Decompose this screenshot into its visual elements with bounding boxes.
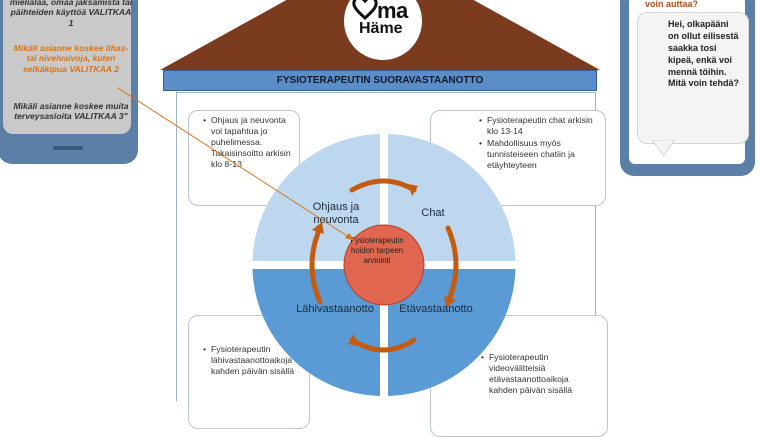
chat-bubble [637,12,749,144]
quadrant-label-top-right: Chat [421,207,445,219]
left-phone [0,0,138,164]
quadrant-label-top-left: Ohjaus ja neuvonta [312,201,360,227]
panel-bottom-right-item: Fysioterapeutin videovälitteisiä etävast… [481,352,597,396]
connector-line [117,87,356,242]
left-phone-text-2: Mikäli asianne koskee lihas- tai nivelva… [13,43,129,74]
arrowhead-bottom [348,334,358,346]
logo-text-line2: Häme [359,20,403,37]
cycle-arrow-right [445,225,459,305]
left-phone-text-3: Mikäli asianne koskee muita terveysasioi… [13,101,129,122]
quadrant-bottom-right [388,269,516,396]
cycle-arrow-left [309,225,323,305]
arrowhead-top [408,184,418,196]
panel-bottom-left-item: Fysioterapeutin lähivastaanottoaikoja ka… [203,344,303,377]
quadrant-label-bottom-left: Lähivastaanotto [296,303,374,315]
left-phone-home-button [53,146,83,150]
quadrant-top-left [252,134,380,261]
left-phone-screen [3,0,131,134]
cycle-arrow-bottom [349,337,417,353]
chat-message: Hei, olkapääni on ollut eilisestä saakka… [668,19,740,89]
panel-top-right-item: Mahdollisuus myös tunnisteiseen chatiin … [479,138,595,171]
chat-bubble-tail [652,140,675,157]
right-phone-header: voin auttaa? [645,0,699,9]
arrowhead-left [312,222,324,234]
center-circle [343,224,425,306]
page-title: FYSIOTERAPEUTIN SUORAVASTAANOTTO [163,70,597,91]
left-phone-text-1: mielialaa, omaa jaksamista tai päihteide… [9,0,133,28]
center-label: Fysioterapeutin hoidon tarpeen arviointi [350,236,404,265]
quadrant-label-bottom-right: Etävastaanotto [399,303,473,315]
service-circle [252,134,516,396]
heart-icon [352,0,378,20]
cycle-arrow-top [349,178,417,193]
arrowhead-right [444,296,456,308]
logo-text-line1: ma [377,0,408,23]
quadrant-top-right [388,134,516,261]
panel-top-left-item: Ohjaus ja neuvonta voi tapahtua jo puhel… [203,115,293,169]
panel-top-right-item: Fysioterapeutin chat arkisin klo 13-14 [479,115,595,137]
quadrant-bottom-left [252,269,380,396]
